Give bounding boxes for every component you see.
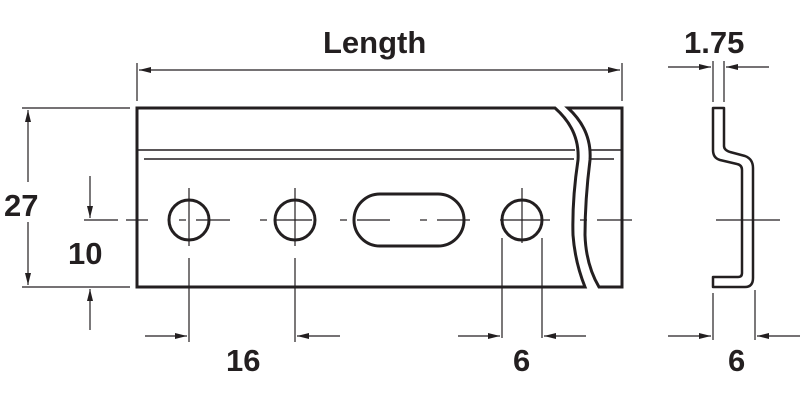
hole-center-height-dimension: 10 <box>68 236 103 271</box>
height-dimension: 27 <box>4 188 39 223</box>
centerlines <box>84 188 632 246</box>
side-profile <box>711 106 755 289</box>
dimension-lines <box>22 61 800 342</box>
front-view-plate <box>135 106 624 289</box>
profile-depth-dimension: 6 <box>728 343 746 378</box>
length-label: Length <box>323 25 427 60</box>
thickness-dimension: 1.75 <box>684 25 745 60</box>
hole-diameter-dimension: 6 <box>513 343 531 378</box>
hole-spacing-dimension: 16 <box>226 343 261 378</box>
groove-lines <box>137 149 622 160</box>
